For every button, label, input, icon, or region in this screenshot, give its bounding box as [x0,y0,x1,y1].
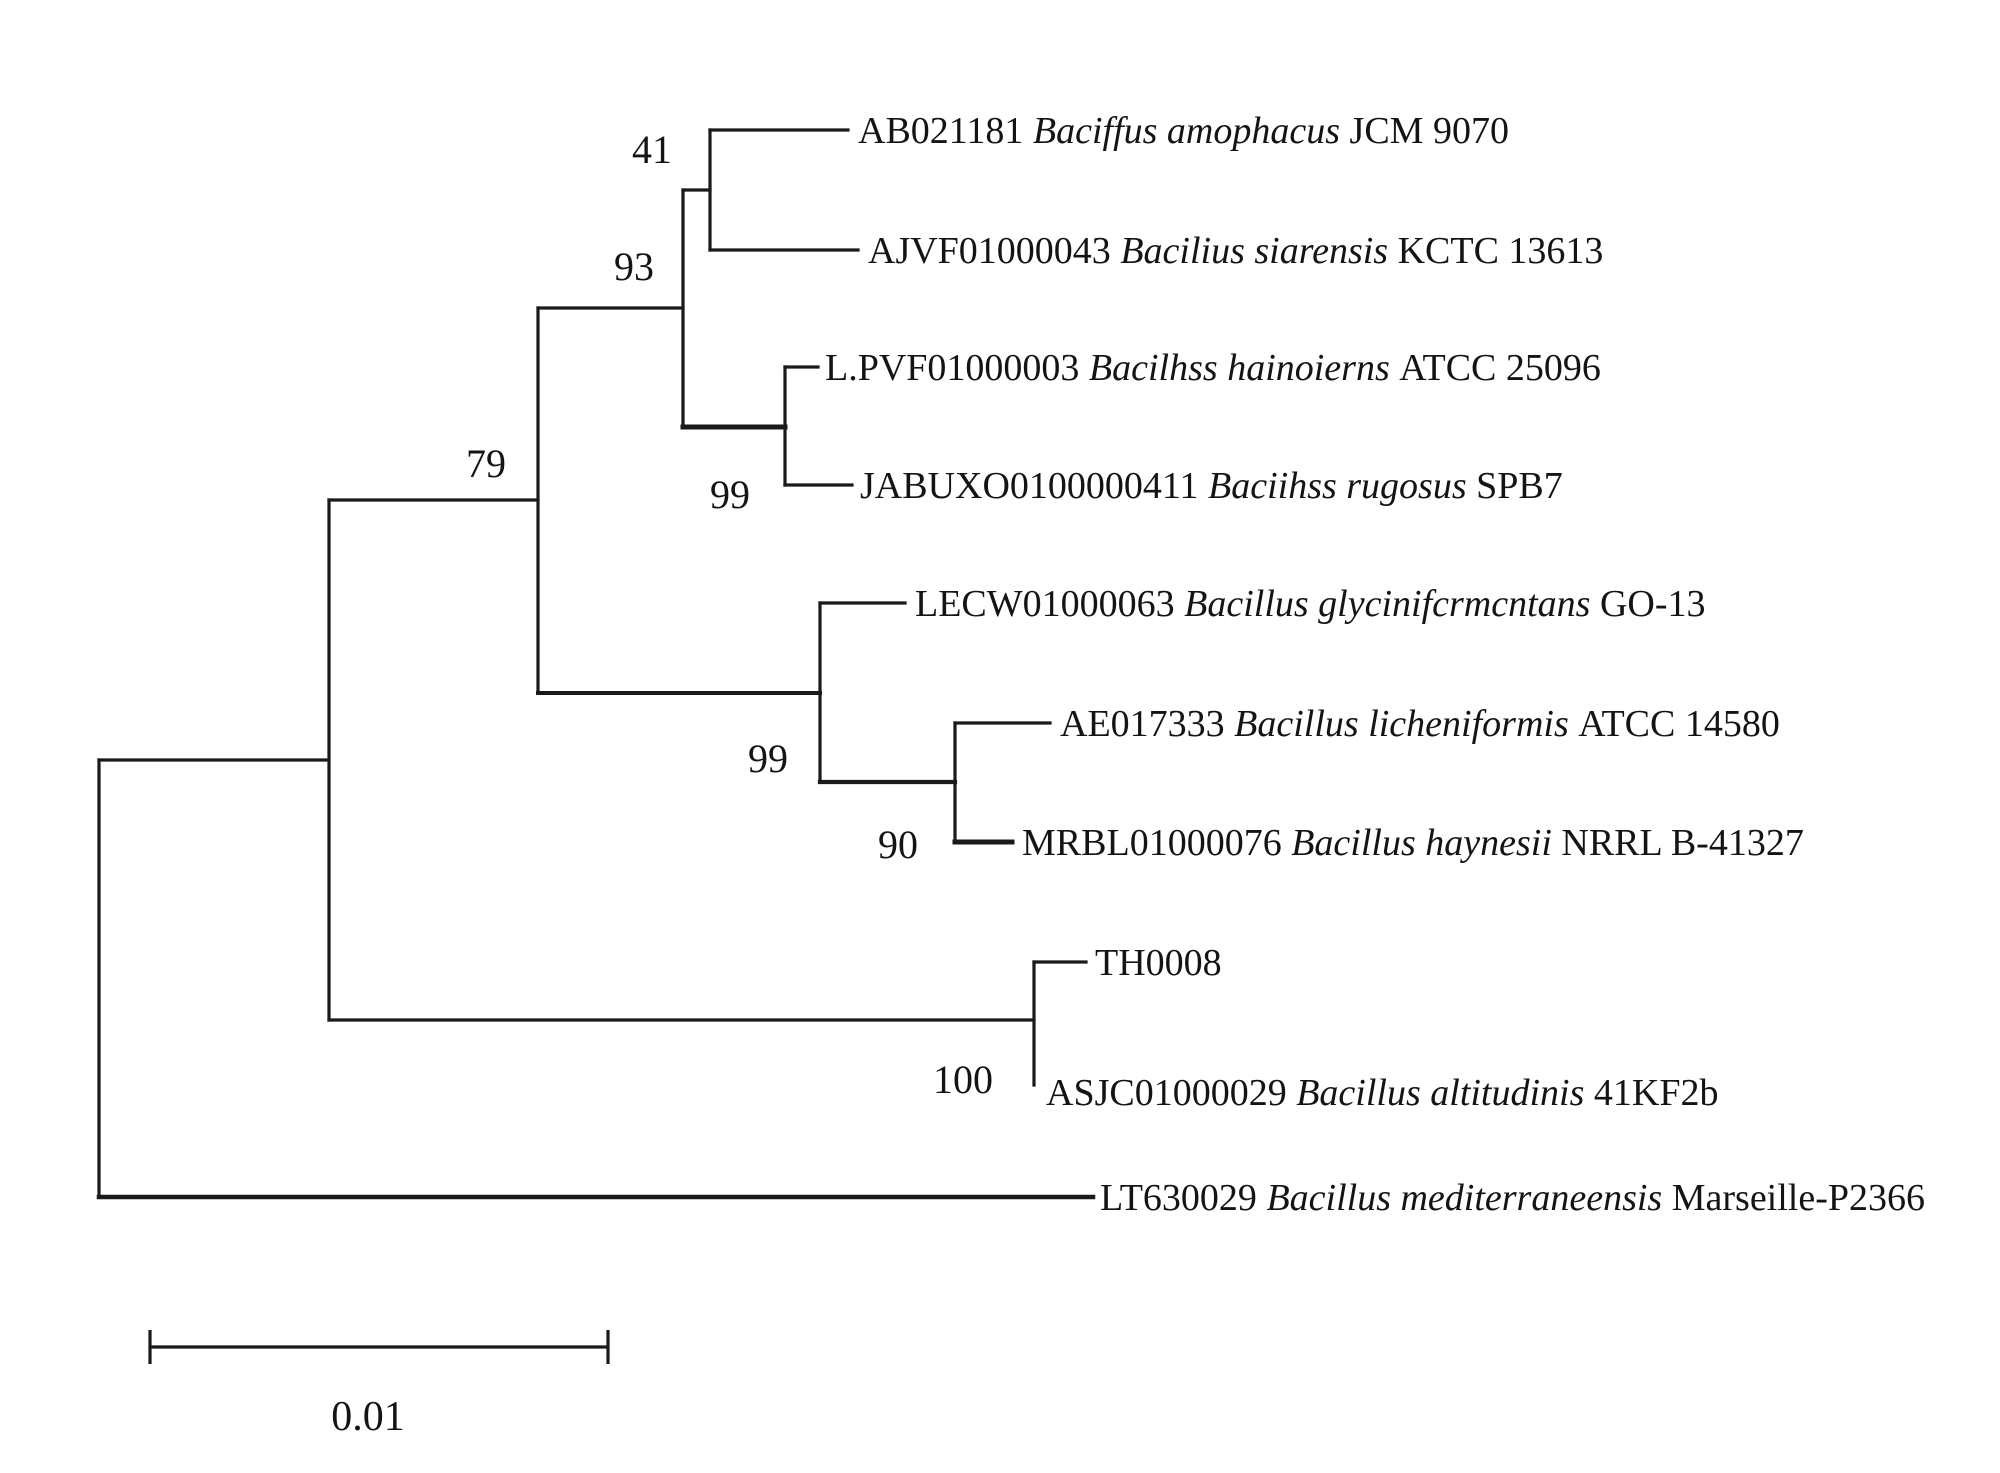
taxon-accession: MRBL01000076 [1022,822,1282,864]
taxon-label: JABUXO0100000411 Baciihss rugosus SPB7 [860,465,1563,507]
taxon-accession: ASJC01000029 [1046,1072,1287,1114]
taxon-label: LECW01000063 Bacillus glycinifcrmcntans … [915,583,1706,625]
tree-branches [96,128,1096,1200]
taxon-accession: AB021181 [858,110,1023,152]
taxon-label: AB021181 Baciffus amophacus JCM 9070 [858,110,1509,152]
scale-bar: 0.01 [148,1330,610,1440]
taxon-accession: L.PVF01000003 [825,347,1079,389]
taxon-accession: LT630029 [1100,1177,1257,1219]
bootstrap-value: 79 [466,441,506,486]
taxon-species: Bacilius siarensis [1111,230,1388,272]
taxon-strain: KCTC 13613 [1388,230,1603,272]
bootstrap-value: 41 [632,127,672,172]
taxon-species: Bacillus haynesii [1282,822,1552,864]
taxon-accession: AJVF01000043 [868,230,1111,272]
taxon-strain: 41KF2b [1584,1072,1718,1114]
taxon-label: LT630029 Bacillus mediterraneensis Marse… [1100,1177,1925,1219]
taxon-strain: SPB7 [1467,465,1563,507]
bootstrap-value: 93 [614,244,654,289]
taxon-labels: AB021181 Baciffus amophacus JCM 9070AJVF… [825,110,1925,1219]
taxon-strain: Marseille-P2366 [1662,1177,1925,1219]
taxon-accession: TH0008 [1095,942,1222,984]
taxon-strain: JCM 9070 [1340,110,1509,152]
taxon-species: Bacilhss hainoierns [1079,347,1389,389]
taxon-label: AE017333 Bacillus licheniformis ATCC 145… [1060,703,1780,745]
taxon-species: Bacillus glycinifcrmcntans [1175,583,1591,625]
taxon-species: Bacillus altitudinis [1287,1072,1585,1114]
taxon-label: AJVF01000043 Bacilius siarensis KCTC 136… [868,230,1603,272]
bootstrap-value: 100 [933,1057,993,1102]
taxon-species: Bacillus licheniformis [1225,703,1569,745]
bootstrap-value: 99 [748,736,788,781]
taxon-label: TH0008 [1095,942,1222,984]
bootstrap-value: 90 [878,822,918,867]
scale-bar-label: 0.01 [331,1394,405,1440]
taxon-label: L.PVF01000003 Bacilhss hainoierns ATCC 2… [825,347,1601,389]
bootstrap-labels: 41 93 79 99 99 90 100 [466,127,993,1102]
taxon-species: Baciffus amophacus [1023,110,1340,152]
taxon-accession: LECW01000063 [915,583,1175,625]
bootstrap-value: 99 [710,472,750,517]
taxon-strain: GO-13 [1590,583,1705,625]
taxon-label: MRBL01000076 Bacillus haynesii NRRL B-41… [1022,822,1804,864]
taxon-accession: AE017333 [1060,703,1225,745]
taxon-strain: NRRL B-41327 [1552,822,1804,864]
taxon-label: ASJC01000029 Bacillus altitudinis 41KF2b [1046,1072,1718,1114]
taxon-accession: JABUXO0100000411 [860,465,1199,507]
taxon-species: Bacillus mediterraneensis [1257,1177,1662,1219]
taxon-species: Baciihss rugosus [1199,465,1467,507]
taxon-strain: ATCC 14580 [1569,703,1780,745]
taxon-strain: ATCC 25096 [1390,347,1601,389]
